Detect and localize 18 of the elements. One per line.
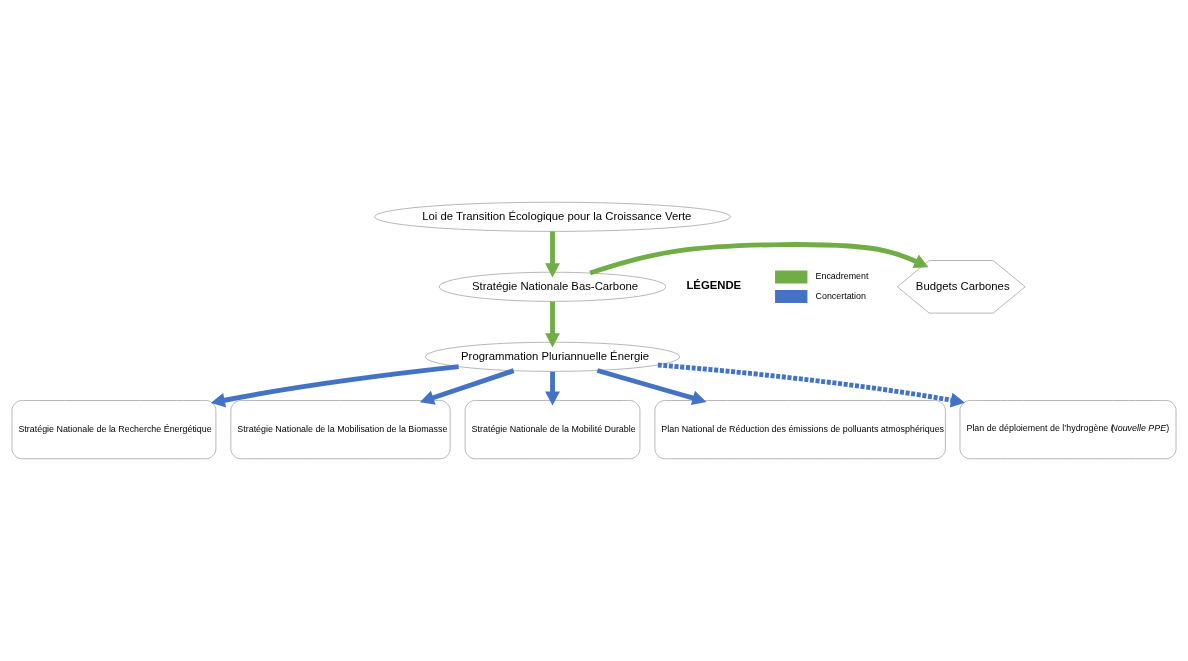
arrow [545,231,560,278]
arrow [419,368,515,405]
arrow [545,301,560,348]
legend-label: Concertation [815,290,866,301]
node-ellipse: Stratégie Nationale Bas-Carbone [438,271,667,302]
legend-label: Encadrement [815,271,869,282]
arrow [657,362,965,408]
node-box: Stratégie Nationale de la Mobilisation de la Biomasse [230,400,451,460]
arrow [545,371,560,406]
node-box: Stratégie Nationale de la Mobilité Durable [464,400,641,460]
arrow [210,364,459,408]
arrow [589,242,929,276]
node-box: Stratégie Nationale de la Recherche Énergétique [11,400,217,460]
arrow [596,368,707,406]
node-ellipse: Programmation Pluriannuelle Énergie [425,341,681,372]
node-ellipse: Loi de Transition Écologique pour la Croissance Verte [374,201,731,232]
node-box: Plan National de Réduction des émissions de polluants atmosphériques [654,400,946,460]
label: LÉGENDE [686,278,742,291]
